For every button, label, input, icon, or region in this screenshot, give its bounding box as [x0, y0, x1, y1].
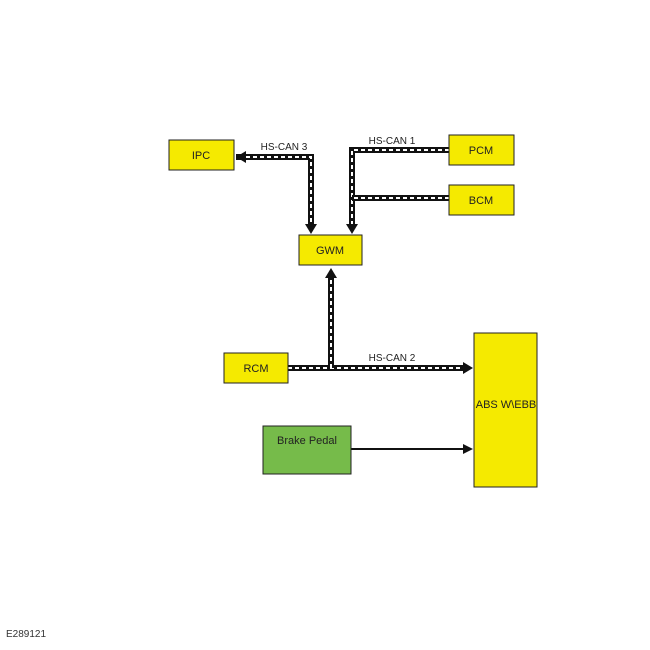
- bus-label-hs-can-1: HS-CAN 1: [369, 136, 416, 147]
- bus-label-hs-can-3: HS-CAN 3: [261, 142, 308, 153]
- module-abs: ABS W\EBB: [473, 332, 538, 488]
- module-rcm-label: RCM: [243, 363, 268, 375]
- brake-pedal-label: Brake Pedal: [277, 435, 337, 447]
- hs-can-2-line: [288, 268, 473, 374]
- module-abs-label: ABS W\EBB: [476, 399, 537, 411]
- brake-pedal-line: [351, 444, 473, 454]
- module-rcm: RCM: [223, 352, 289, 384]
- module-bcm: BCM: [448, 184, 515, 216]
- module-gwm-label: GWM: [316, 245, 344, 257]
- module-pcm: PCM: [448, 134, 515, 166]
- arrow-to-gwm-from-pcm-bus: [346, 224, 358, 234]
- module-bcm-label: BCM: [469, 195, 493, 207]
- arrow-to-gwm-from-ipc-bus: [305, 224, 317, 234]
- module-ipc: IPC: [168, 139, 235, 171]
- arrow-pedal-to-abs: [463, 444, 473, 454]
- hs-can-3-line: [236, 151, 317, 234]
- arrow-to-gwm-from-rcm-bus: [325, 268, 337, 278]
- arrow-to-abs: [463, 362, 473, 374]
- brake-pedal-box: Brake Pedal: [262, 425, 352, 475]
- module-pcm-label: PCM: [469, 145, 493, 157]
- bus-label-hs-can-2: HS-CAN 2: [369, 353, 416, 364]
- module-ipc-label: IPC: [192, 150, 210, 162]
- module-gwm: GWM: [298, 234, 363, 266]
- arrow-to-ipc: [236, 151, 246, 163]
- figure-id: E289121: [6, 629, 47, 640]
- hs-can-1-line: [346, 147, 449, 234]
